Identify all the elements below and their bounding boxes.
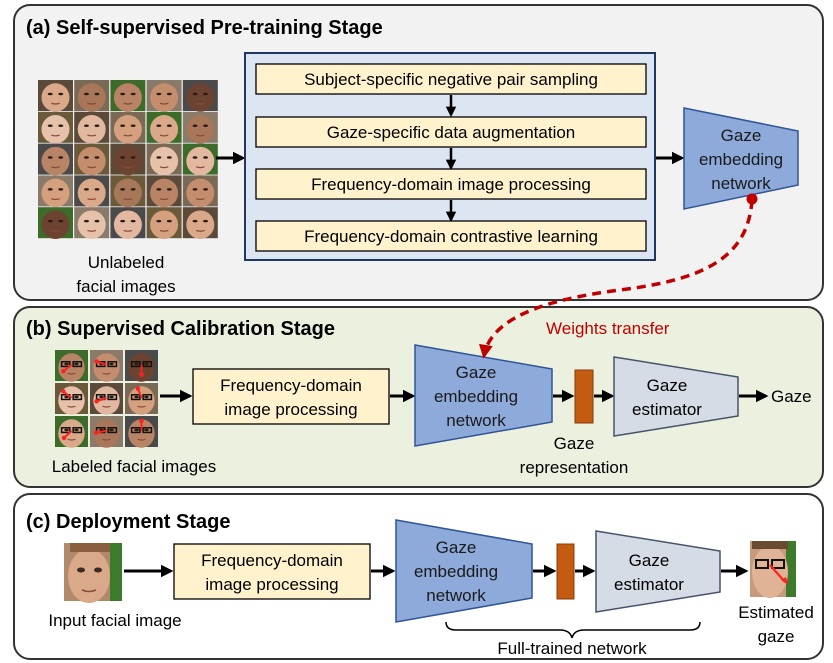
weights-transfer-curve bbox=[478, 199, 754, 359]
face-thumbnail bbox=[38, 143, 73, 176]
face-thumbnail bbox=[110, 175, 146, 208]
network-b-line1: Gaze bbox=[456, 363, 497, 382]
gaze-estimator-c bbox=[595, 530, 721, 613]
estimator-b-line1: Gaze bbox=[647, 376, 688, 395]
proc-b-line2: image processing bbox=[224, 400, 357, 419]
proc-b-line1: Frequency-domain bbox=[220, 376, 362, 395]
face-thumbnail bbox=[38, 207, 73, 239]
rep-line1: Gaze bbox=[554, 434, 595, 453]
estimator-c-line1: Gaze bbox=[629, 551, 670, 570]
face-thumbnail bbox=[146, 111, 182, 144]
face-thumbnail bbox=[74, 111, 110, 144]
unlabeled-label-line2: facial images bbox=[76, 277, 175, 296]
stage-a-title: (a) Self-supervised Pre-training Stage bbox=[26, 17, 383, 39]
estimated-gaze-line1: Estimated bbox=[738, 603, 814, 622]
proc-c-line1: Frequency-domain bbox=[201, 551, 343, 570]
gaze-representation-bar-c bbox=[556, 543, 575, 600]
unlabeled-faces-grid bbox=[38, 80, 218, 239]
face-thumbnail bbox=[74, 143, 110, 176]
stage-b-title: (b) Supervised Calibration Stage bbox=[26, 318, 335, 340]
network-b-line2: embedding bbox=[434, 387, 518, 406]
face-thumbnail bbox=[55, 383, 88, 415]
face-thumbnail bbox=[110, 207, 146, 239]
face-thumbnail bbox=[90, 416, 123, 448]
step-box-1 bbox=[255, 63, 647, 95]
face-thumbnail bbox=[182, 143, 218, 176]
network-a-line3: network bbox=[711, 174, 771, 193]
face-thumbnail bbox=[38, 111, 73, 144]
step-1-text: Subject-specific negative pair sampling bbox=[304, 70, 598, 89]
network-b-line3: network bbox=[446, 411, 506, 430]
face-thumbnail bbox=[146, 207, 182, 239]
face-thumbnail bbox=[74, 80, 110, 112]
step-2-text: Gaze-specific data augmentation bbox=[327, 123, 576, 142]
estimator-c-line2: estimator bbox=[614, 575, 684, 594]
gaze-embedding-network-c bbox=[395, 519, 533, 623]
gaze-embedding-network-a bbox=[683, 107, 799, 210]
face-thumbnail bbox=[182, 80, 218, 112]
gaze-embedding-network-b bbox=[414, 344, 553, 447]
face-thumbnail bbox=[182, 111, 218, 144]
face-thumbnail bbox=[125, 416, 158, 448]
step-3-text: Frequency-domain image processing bbox=[311, 175, 591, 194]
output-gaze-b: Gaze bbox=[771, 387, 812, 406]
labeled-faces-grid bbox=[55, 350, 158, 448]
face-thumbnail bbox=[182, 207, 218, 239]
network-a-line2: embedding bbox=[699, 150, 783, 169]
gaze-estimator-b bbox=[613, 356, 739, 437]
face-thumbnail bbox=[110, 143, 146, 176]
full-trained-network-label: Full-trained network bbox=[497, 639, 647, 658]
face-thumbnail bbox=[110, 111, 146, 144]
network-c-line2: embedding bbox=[414, 562, 498, 581]
face-thumbnail bbox=[146, 175, 182, 208]
network-c-line3: network bbox=[426, 586, 486, 605]
step-4-text: Frequency-domain contrastive learning bbox=[304, 227, 598, 246]
step-box-3 bbox=[255, 168, 647, 200]
stage-c-title: (c) Deployment Stage bbox=[26, 511, 230, 533]
face-thumbnail bbox=[38, 175, 73, 208]
proc-c-line2: image processing bbox=[205, 575, 338, 594]
estimator-b-line2: estimator bbox=[632, 400, 702, 419]
step-box-2 bbox=[255, 116, 647, 148]
transfer-origin-dot bbox=[746, 193, 758, 205]
rep-line2: representation bbox=[520, 458, 629, 477]
face-thumbnail bbox=[74, 175, 110, 208]
face-thumbnail bbox=[55, 416, 88, 448]
face-thumbnail bbox=[125, 383, 158, 415]
step-box-4 bbox=[255, 220, 647, 252]
full-trained-network-brace bbox=[445, 621, 701, 639]
input-face-image bbox=[64, 543, 122, 603]
face-thumbnail bbox=[90, 383, 123, 415]
labeled-faces-label: Labeled facial images bbox=[52, 457, 216, 476]
face-thumbnail bbox=[146, 80, 182, 112]
face-thumbnail bbox=[125, 350, 158, 382]
unlabeled-label-line1: Unlabeled bbox=[88, 253, 165, 272]
face-thumbnail bbox=[146, 143, 182, 176]
weights-transfer-label: Weights transfer bbox=[546, 319, 670, 338]
proc-box-b bbox=[192, 368, 390, 425]
face-thumbnail bbox=[110, 80, 146, 112]
face-thumbnail bbox=[182, 175, 218, 208]
proc-box-c bbox=[173, 543, 371, 600]
gaze-representation-bar-b bbox=[574, 369, 594, 424]
face-thumbnail bbox=[90, 350, 123, 382]
estimated-gaze-line2: gaze bbox=[758, 627, 795, 646]
input-face-label: Input facial image bbox=[48, 611, 181, 630]
face-thumbnail bbox=[55, 350, 88, 382]
face-thumbnail bbox=[74, 207, 110, 239]
face-thumbnail bbox=[38, 80, 73, 112]
estimated-gaze-face-image bbox=[750, 541, 796, 598]
network-a-line1: Gaze bbox=[721, 126, 762, 145]
network-c-line1: Gaze bbox=[436, 538, 477, 557]
